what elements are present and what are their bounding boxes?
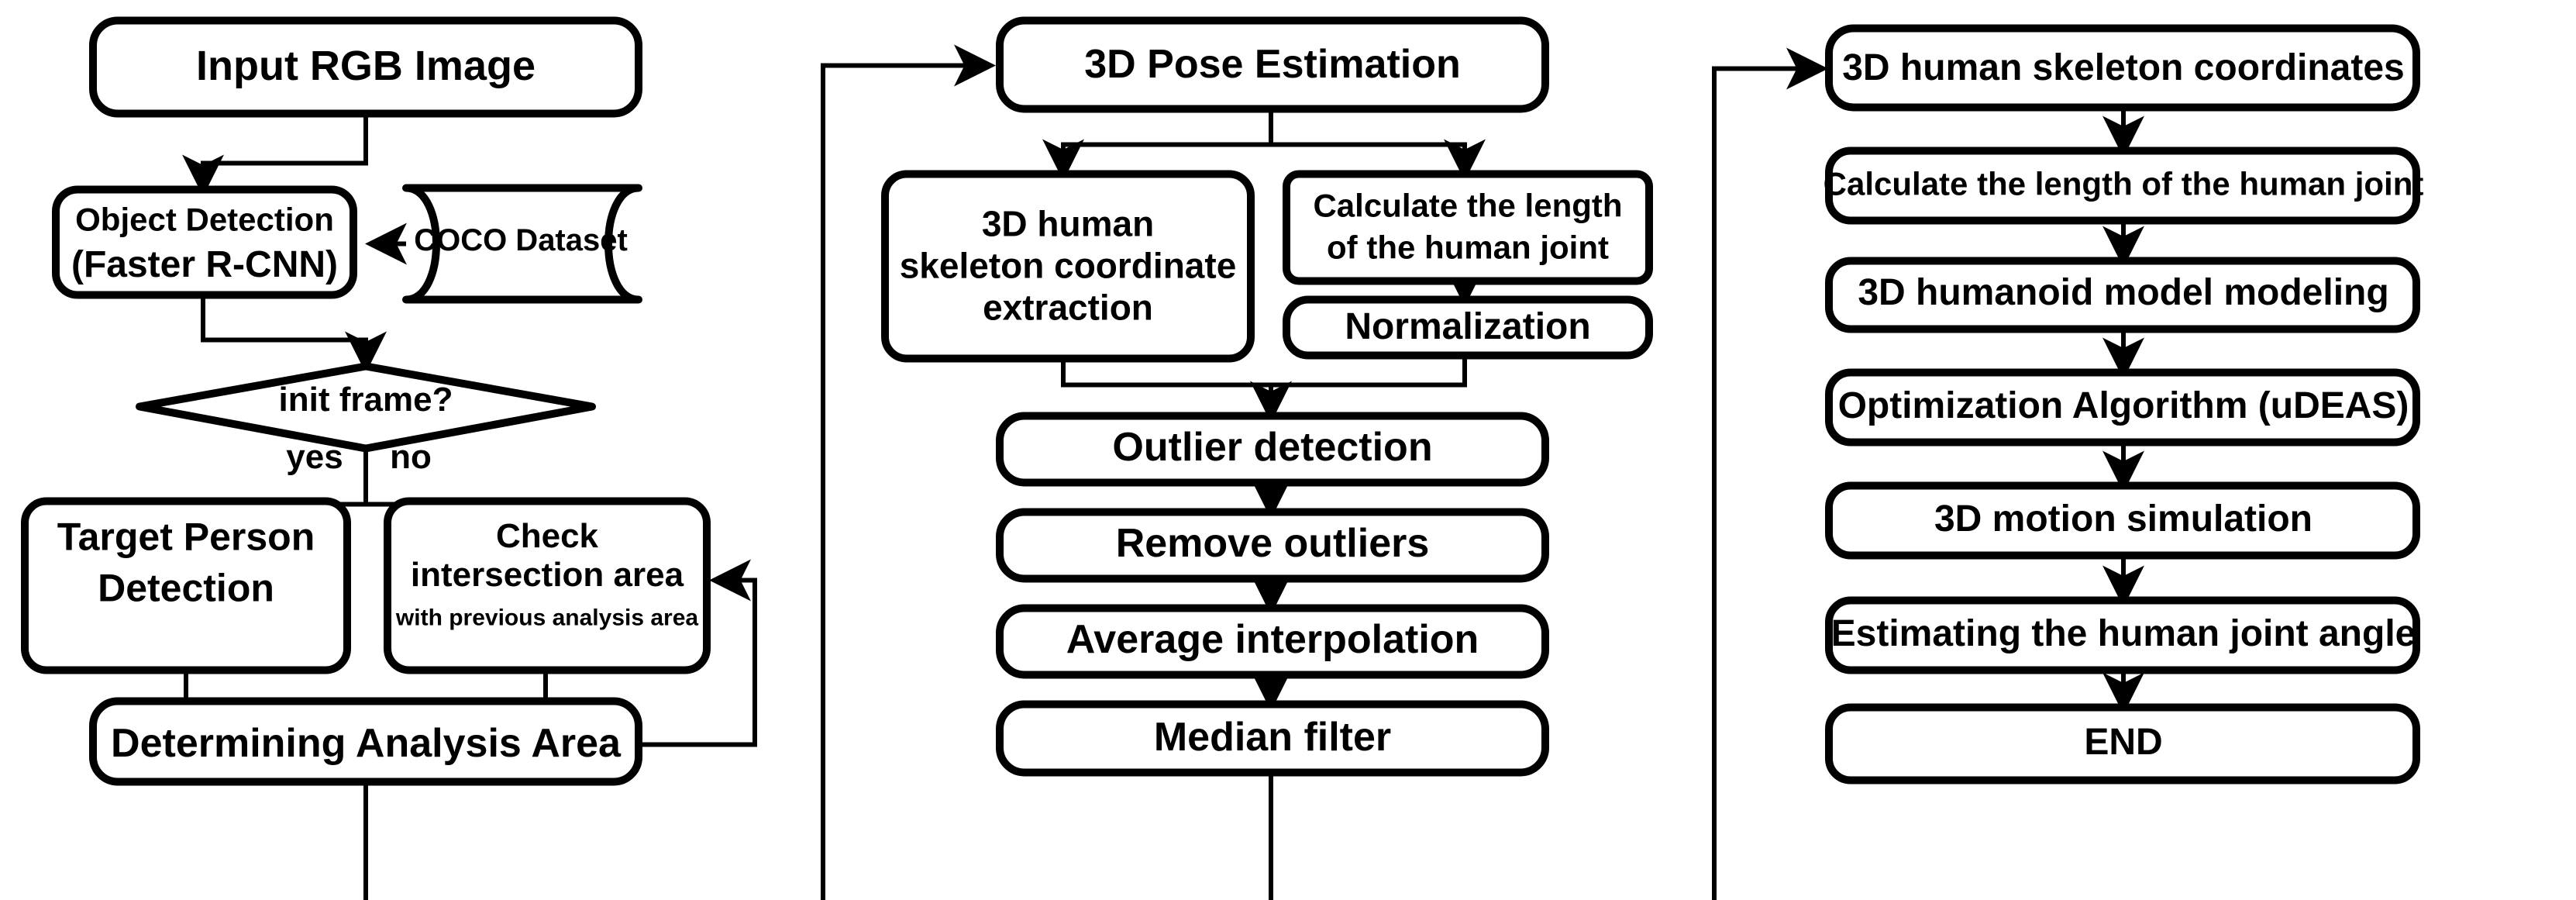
- node-shape: [21, 497, 351, 674]
- node-shape: [996, 604, 1549, 679]
- edge-label-yes: yes: [286, 438, 343, 476]
- node-shape-diamond: [136, 362, 596, 453]
- node-label: END: [2084, 722, 2162, 763]
- node-3d-human-skeleton-coordinates[interactable]: 3D human skeleton coordinates: [1825, 24, 2420, 112]
- node-shape: [89, 16, 642, 118]
- node-optimization-algorithm[interactable]: Optimization Algorithm (uDEAS): [1825, 368, 2420, 447]
- node-shape: [1825, 703, 2420, 784]
- node-init-frame[interactable]: init frame?: [136, 362, 596, 453]
- edge-normalization-to-merge: [1271, 355, 1467, 388]
- edge-label-yes-text: yes: [286, 438, 343, 476]
- node-label-line2: of the human joint: [1327, 229, 1609, 266]
- edge-label-no: no: [390, 438, 432, 476]
- node-label: Remove outliers: [1116, 521, 1430, 566]
- edge-determining-analysis-feedback: [637, 559, 757, 747]
- node-label-line3: extraction: [983, 288, 1153, 328]
- node-label-line2: (Faster R-CNN): [71, 244, 338, 285]
- node-label-line1: Calculate the length: [1313, 188, 1622, 224]
- node-label: 3D human skeleton coordinates: [1842, 47, 2405, 88]
- node-shape: [1825, 147, 2420, 225]
- node-sublabel: with previous analysis area: [395, 605, 698, 630]
- node-shape: [996, 700, 1549, 777]
- node-3d-pose-estimation[interactable]: 3D Pose Estimation: [996, 16, 1549, 113]
- node-shape: [89, 697, 642, 786]
- edge-determining-analysis-to-pose-estimation: [363, 44, 996, 900]
- node-estimating-joint-angle[interactable]: Estimating the human joint angle: [1825, 596, 2420, 674]
- node-label: init frame?: [279, 381, 453, 419]
- node-shape: [1825, 368, 2420, 447]
- node-shape: [881, 170, 1255, 363]
- node-coco-dataset[interactable]: COCO Dataset: [402, 184, 642, 304]
- node-average-interpolation[interactable]: Average interpolation: [996, 604, 1549, 679]
- node-label: Calculate the length of the human joint: [1824, 166, 2424, 202]
- node-label-line1: 3D human: [982, 204, 1154, 244]
- node-median-filter[interactable]: Median filter: [996, 700, 1549, 777]
- node-input-rgb-image[interactable]: Input RGB Image: [89, 16, 642, 118]
- node-outlier-detection[interactable]: Outlier detection: [996, 412, 1549, 487]
- node-label-line1: Check: [496, 517, 599, 555]
- node-shape: [996, 412, 1549, 487]
- node-determining-analysis-area[interactable]: Determining Analysis Area: [89, 697, 642, 786]
- node-shape: [1283, 170, 1653, 285]
- node-shape: [1283, 295, 1653, 360]
- edge-skeleton-extraction-to-merge: [1061, 358, 1271, 388]
- node-shape: [1825, 24, 2420, 112]
- node-label: 3D motion simulation: [1934, 498, 2313, 540]
- node-layer: Input RGB Image Object Detection (Faster…: [21, 16, 2424, 786]
- node-shape: [1825, 481, 2420, 560]
- node-3d-motion-simulation[interactable]: 3D motion simulation: [1825, 481, 2420, 560]
- node-label: Estimating the human joint angle: [1831, 613, 2416, 654]
- node-shape: [52, 185, 357, 299]
- node-label-line2: skeleton coordinate: [900, 246, 1237, 286]
- node-label: Input RGB Image: [196, 43, 536, 89]
- node-label: Normalization: [1345, 306, 1590, 347]
- node-calculate-joint-length-mid[interactable]: Calculate the length of the human joint: [1283, 170, 1653, 285]
- node-label: Optimization Algorithm (uDEAS): [1838, 385, 2409, 426]
- edge-object-detection-to-init-frame: [201, 295, 387, 374]
- node-label-line2: Detection: [98, 567, 274, 610]
- node-object-detection[interactable]: Object Detection (Faster R-CNN): [52, 185, 357, 299]
- node-shape: [384, 497, 711, 674]
- node-label: Outlier detection: [1112, 425, 1432, 470]
- edge-median-filter-to-skeleton-coordinates: [1269, 47, 1828, 900]
- node-label: 3D Pose Estimation: [1084, 42, 1460, 87]
- edge-pose-estimation-to-calc-joint-length: [1269, 109, 1486, 181]
- node-label-line1: Target Person: [57, 516, 315, 559]
- node-label-line1: Object Detection: [75, 202, 334, 238]
- node-remove-outliers[interactable]: Remove outliers: [996, 508, 1549, 583]
- node-shape-data: [402, 184, 642, 304]
- node-label: COCO Dataset: [414, 223, 628, 257]
- node-skeleton-coordinate-extraction[interactable]: 3D human skeleton coordinate extraction: [881, 170, 1255, 363]
- node-check-intersection[interactable]: Check intersection area with previous an…: [384, 497, 711, 674]
- node-shape: [996, 16, 1549, 113]
- edge-label-no-text: no: [390, 438, 432, 476]
- node-end[interactable]: END: [1825, 703, 2420, 784]
- node-3d-humanoid-model-modeling[interactable]: 3D humanoid model modeling: [1825, 257, 2420, 333]
- node-calculate-joint-length-right[interactable]: Calculate the length of the human joint: [1824, 147, 2424, 225]
- node-label-line2: intersection area: [411, 556, 684, 594]
- node-normalization[interactable]: Normalization: [1283, 295, 1653, 360]
- node-shape: [1825, 596, 2420, 674]
- edge-input-to-object-detection: [182, 113, 368, 197]
- node-label: Determining Analysis Area: [111, 721, 622, 766]
- node-label: Average interpolation: [1066, 617, 1479, 662]
- node-label: Median filter: [1154, 715, 1391, 760]
- node-target-person-detection[interactable]: Target Person Detection: [21, 497, 351, 674]
- node-shape: [996, 508, 1549, 583]
- node-shape: [1825, 257, 2420, 333]
- node-label: 3D humanoid model modeling: [1858, 272, 2388, 313]
